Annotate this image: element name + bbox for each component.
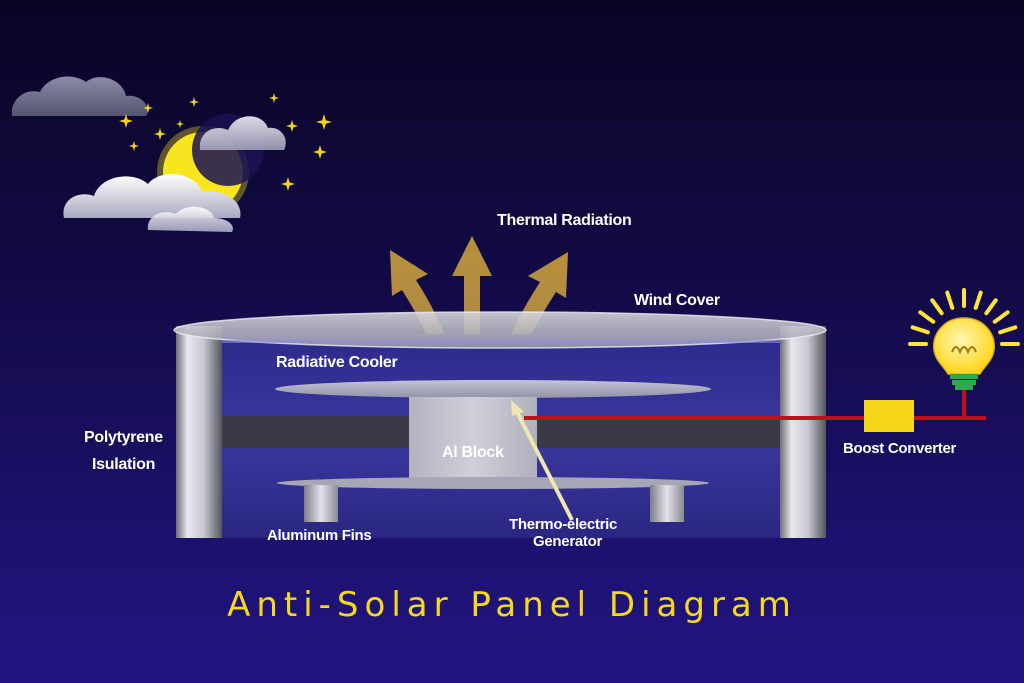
polytyrene-label-line2: Isulation [92, 456, 156, 473]
bulb-ray [945, 290, 955, 310]
bulb-ray [973, 290, 983, 310]
star-icon [129, 141, 139, 151]
teg-label-line1: Thermo-electric [509, 516, 618, 533]
cloud-icon [199, 116, 286, 150]
bulb-ray [930, 298, 944, 316]
wiring [524, 388, 986, 420]
aluminum-fins [277, 477, 709, 522]
bulb-ray [910, 325, 930, 335]
star-icon [281, 177, 295, 191]
star-icon [189, 97, 199, 107]
polytyrene-label-line1: Polytyrene [84, 429, 163, 446]
star-icon [286, 120, 298, 132]
wire-to-bulb [914, 416, 986, 420]
radiative-cooler-label: Radiative Cooler [276, 354, 398, 371]
left-insulation-wall [176, 326, 222, 538]
light-bulb-icon [908, 288, 1020, 390]
star-icon [176, 120, 184, 128]
boost-converter-box [864, 400, 914, 432]
star-icon [316, 114, 332, 130]
star-icon [154, 128, 166, 140]
al-block-label: Al Block [442, 444, 504, 461]
star-icon [313, 145, 327, 159]
right-insulation-wall [780, 326, 826, 538]
teg-label-line2: Generator [533, 533, 602, 550]
bulb-ray [992, 310, 1010, 324]
cloud-icon [63, 174, 241, 232]
bulb-ray [918, 310, 936, 324]
cloud-icon [11, 76, 148, 116]
star-icon [119, 114, 133, 128]
aluminum-fins-label: Aluminum Fins [267, 527, 372, 544]
radiative-cooler [275, 380, 711, 398]
stars [119, 93, 332, 191]
diagram-title: Anti-Solar Panel Diagram [227, 585, 797, 625]
wind-cover [174, 312, 826, 348]
star-icon [143, 103, 153, 113]
star-icon [269, 93, 279, 103]
wind-cover-label: Wind Cover [634, 292, 720, 309]
night-sky [11, 76, 332, 232]
teg-pointer-line [514, 409, 574, 521]
bulb-ray [998, 325, 1018, 335]
boost-converter-label: Boost Converter [843, 440, 957, 457]
bulb-ray [984, 298, 998, 316]
wire-to-converter [524, 416, 864, 420]
thermal-radiation-label: Thermal Radiation [497, 212, 632, 229]
